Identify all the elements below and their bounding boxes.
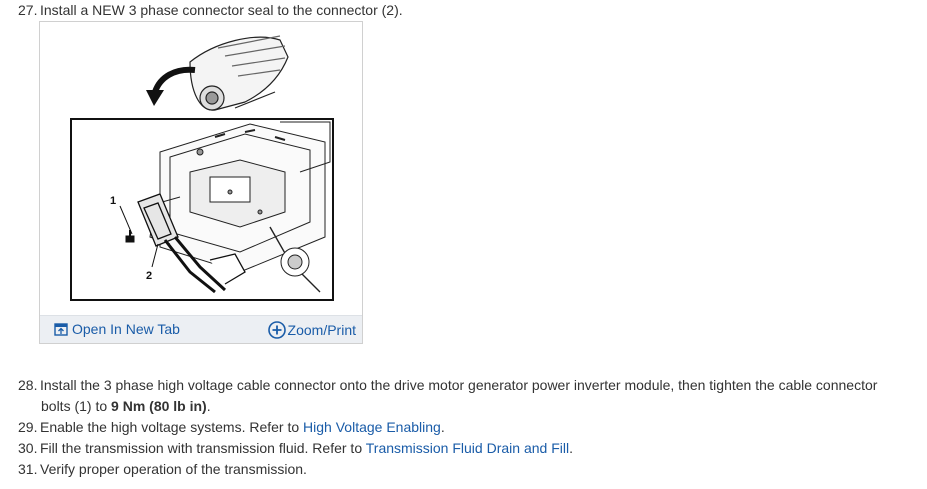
step-number: 28. [18,377,38,393]
step-text: Verify proper operation of the transmiss… [40,461,307,477]
step-number: 31. [18,461,38,477]
step-text: Enable the high voltage systems. Refer t… [40,419,304,435]
open-in-new-tab-label: Open In New Tab [72,321,180,337]
figure-container: 1 2 Open In New Tab Zoom/Print [39,21,363,344]
step-text-end: . [440,419,445,435]
step-28-continuation: bolts (1) to 9 Nm (80 lb in). [41,396,211,417]
step-30: 30.Fill the transmission with transmissi… [18,438,573,459]
zoom-plus-icon [267,321,286,339]
step-text: Install a NEW 3 phase connector seal to … [40,2,403,18]
step-number: 29. [18,419,38,435]
callout-1: 1 [110,195,116,207]
torque-spec: 9 Nm (80 lb in) [111,398,207,414]
step-29: 29.Enable the high voltage systems. Refe… [18,417,445,438]
step-number: 30. [18,440,38,456]
drive-motor-inverter-illustration: 1 2 [70,35,334,301]
figure-toolbar: Open In New Tab Zoom/Print [40,315,362,343]
step-text-cont: bolts (1) to [41,398,112,414]
direction-arrow [152,66,196,94]
step-28: 28.Install the 3 phase high voltage cabl… [18,375,877,396]
transmission-fluid-drain-fill-link[interactable]: Transmission Fluid Drain and Fill [365,440,570,456]
zoom-print-button[interactable]: Zoom/Print [267,321,356,339]
callout-2: 2 [146,270,152,282]
open-in-new-tab-icon [54,322,68,336]
zoom-print-label: Zoom/Print [287,322,356,338]
step-27: 27.Install a NEW 3 phase connector seal … [18,0,403,21]
step-text-end: . [569,440,573,456]
step-number: 27. [18,2,38,18]
step-text: Fill the transmission with transmission … [40,440,366,456]
step-text-end: . [206,398,211,414]
step-text: Install the 3 phase high voltage cable c… [40,377,878,393]
open-in-new-tab-button[interactable]: Open In New Tab [54,321,180,337]
high-voltage-enabling-link[interactable]: High Voltage Enabling [303,419,441,435]
vehicle-locator-icon [189,35,289,111]
step-31: 31.Verify proper operation of the transm… [18,459,307,480]
bolt-icon [125,230,135,243]
